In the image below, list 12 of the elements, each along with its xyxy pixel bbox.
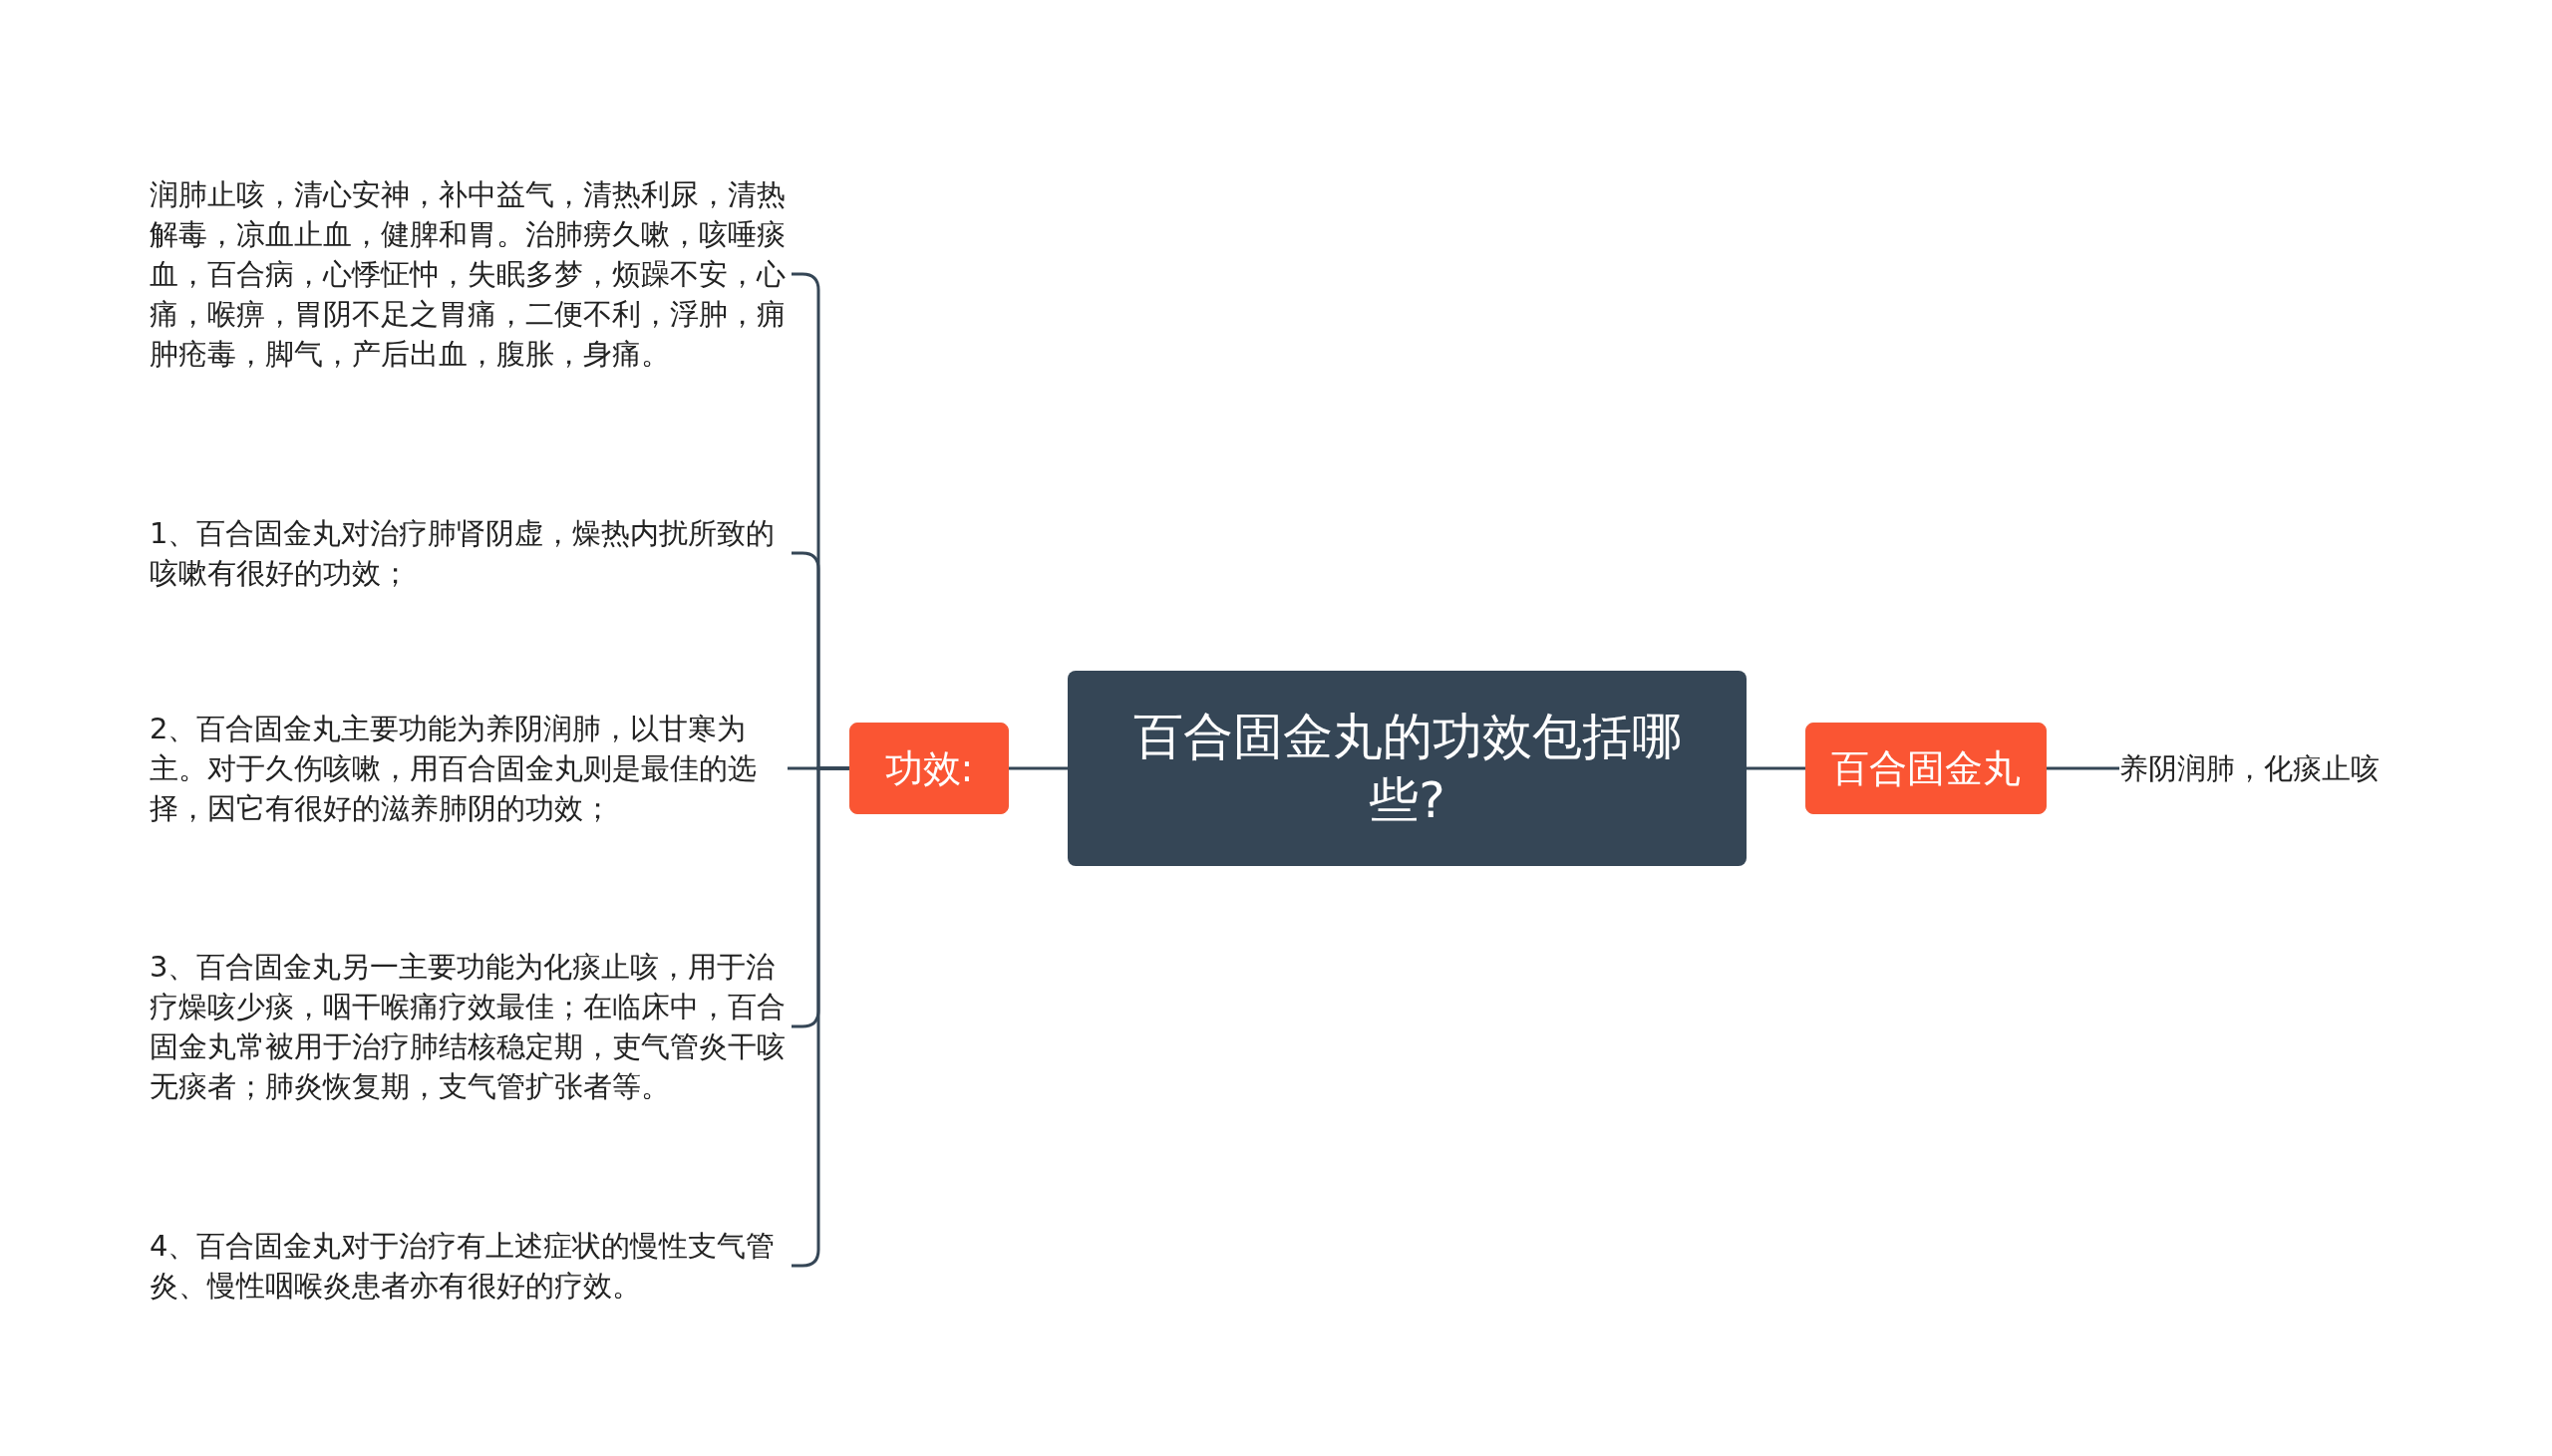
note-text: 润肺止咳，清心安神，补中益气，清热利尿，清热解毒，凉血止血，健脾和胃。治肺痨久嗽，咳唾痰血，百合病，心悸怔忡，失眠多梦，烦躁不安，心痛，喉痹，胃阴不足之胃痛，二便不利，浮肿，痈肿疮毒，脚气，产后出血，腹胀，身痛。	[150, 176, 787, 373]
note-text: 1、百合固金丸对治疗肺肾阴虚，燥热内扰所致的咳嗽有很好的功效；	[150, 515, 777, 592]
connector-line	[1009, 766, 1068, 770]
note-text: 2、百合固金丸主要功能为养阴润肺，以甘寒为主。对于久伤咳嗽，用百合固金丸则是最佳的选择，因它有很好的滋养肺阴的功效；	[150, 711, 758, 827]
topic-box: 百合固金丸的功效包括哪些?	[1068, 671, 1747, 866]
note-text: 4、百合固金丸对于治疗有上述症状的慢性支气管炎、慢性咽喉炎患者亦有很好的疗效。	[150, 1228, 777, 1305]
connector-line	[2047, 766, 2119, 770]
note-text: 养阴润肺，化痰止咳	[2119, 750, 2380, 787]
branch-box: 功效:	[849, 723, 1009, 814]
connector-line	[1747, 766, 1805, 770]
note-text: 3、百合固金丸另一主要功能为化痰止咳，用于治疗燥咳少痰，咽干喉痛疗效最佳；在临床中，百合固金丸常被用于治疗肺结核稳定期，吏气管炎干咳无痰者；肺炎恢复期，支气管扩张者等。	[150, 949, 787, 1105]
branch-box: 百合固金丸	[1805, 723, 2047, 814]
